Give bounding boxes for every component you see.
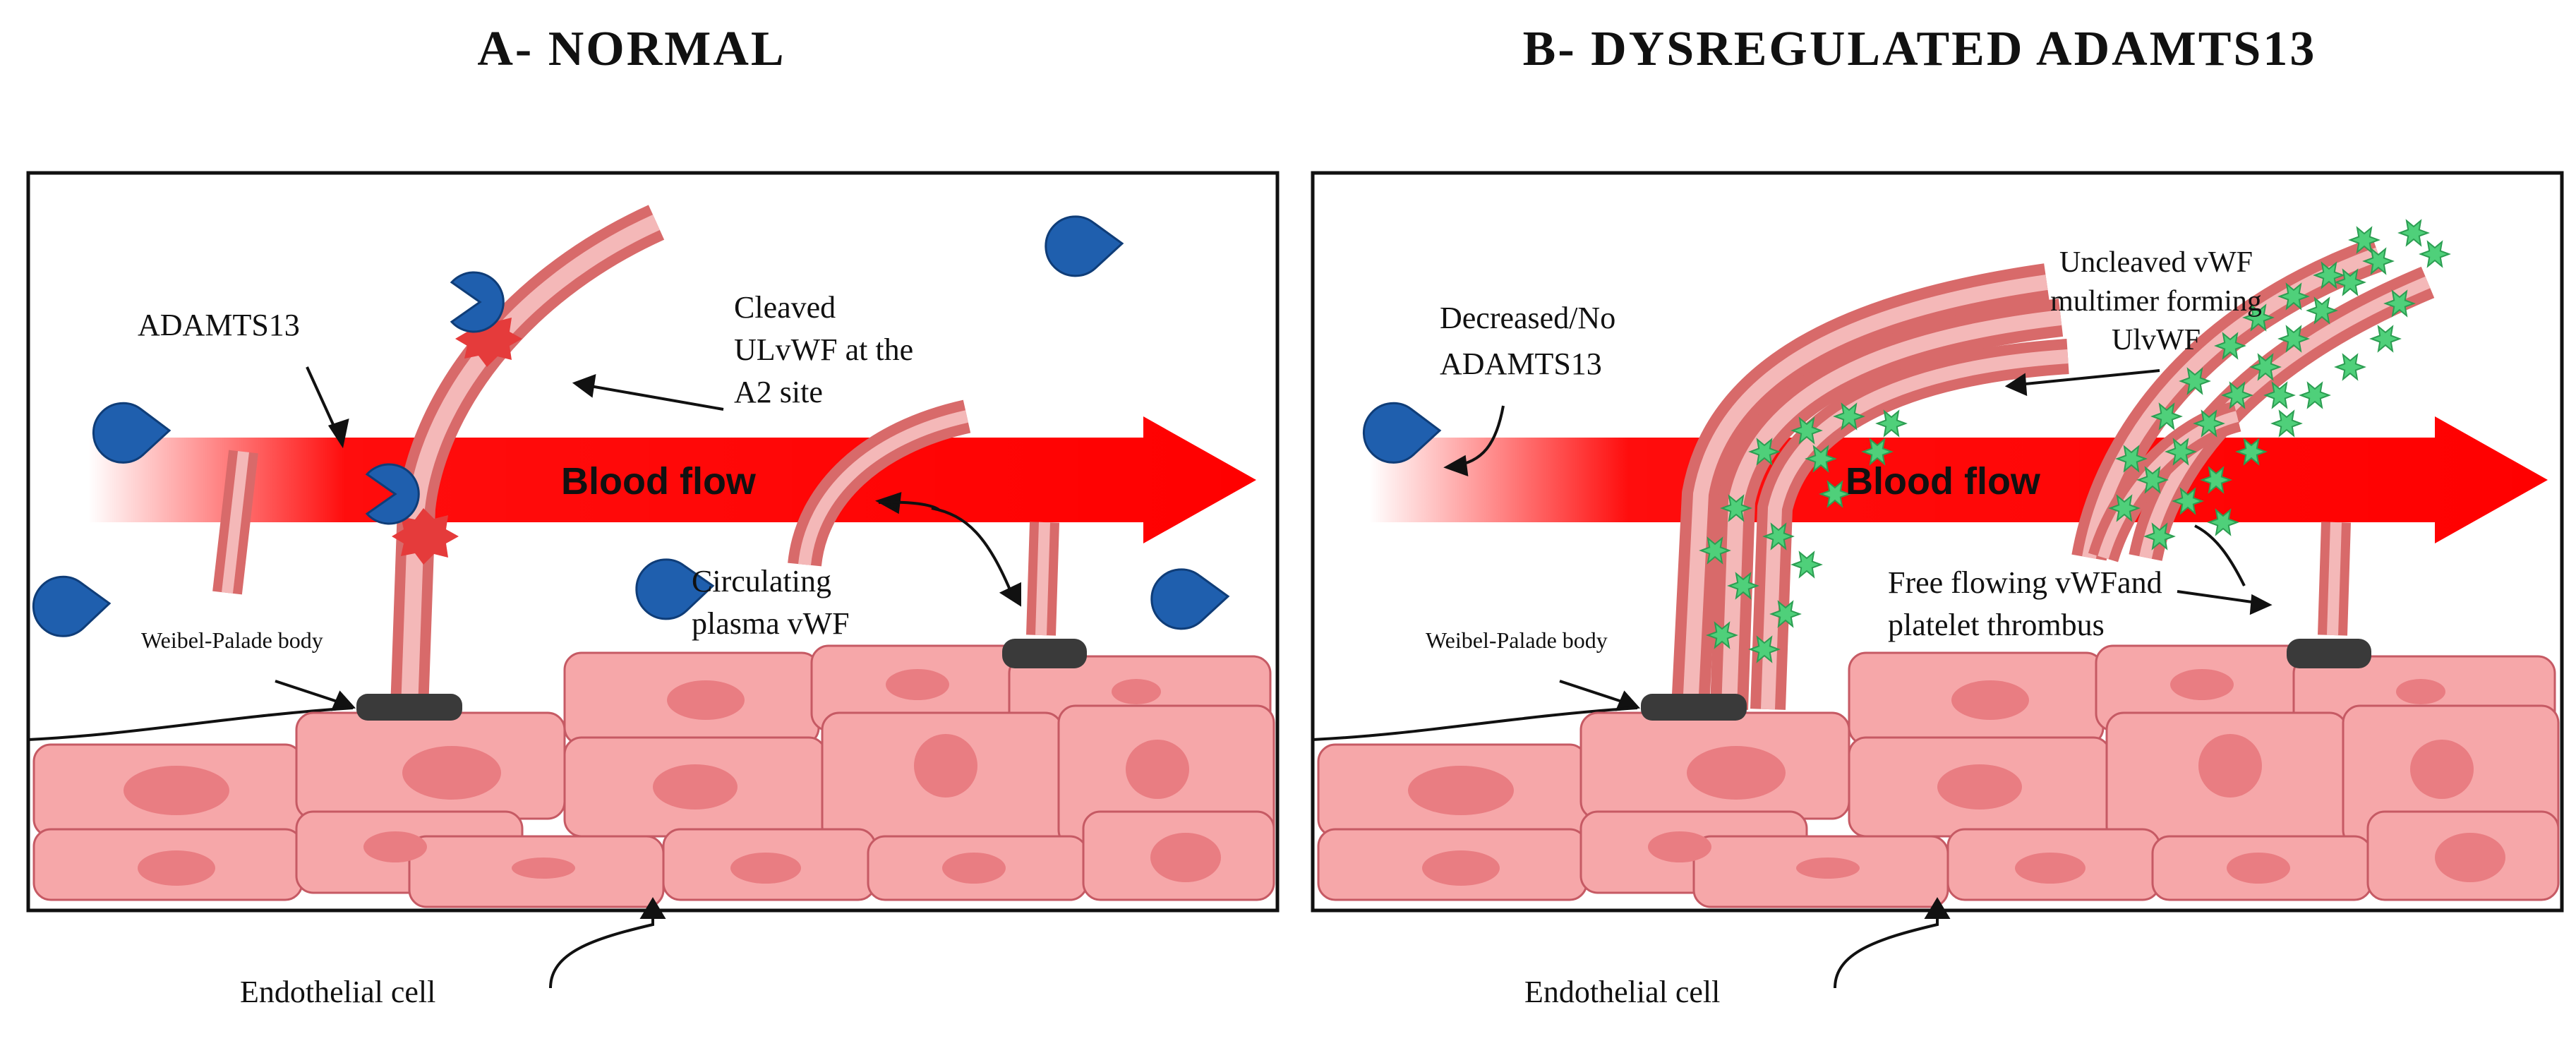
platelet-icon xyxy=(2235,438,2268,466)
platelet-icon xyxy=(2397,219,2430,247)
endothelial-label: Endothelial cell xyxy=(240,975,435,1009)
weibel-label: Weibel-Palade body xyxy=(1426,627,1608,653)
nuclei xyxy=(1408,669,2505,886)
weibel-palade-body xyxy=(1641,694,1747,721)
adamts13-icon xyxy=(635,558,715,620)
platelet-icon xyxy=(2334,268,2366,296)
decreased-label-1: Decreased/No xyxy=(1440,301,1615,335)
adamts13-molecules xyxy=(32,215,1230,637)
uncleaved-label-2: multimer forming xyxy=(2050,285,2262,318)
platelet-icon xyxy=(2270,409,2303,438)
cleaved-label-3: A2 site xyxy=(734,375,823,409)
adamts13-icon xyxy=(92,402,171,464)
platelet-icon xyxy=(1805,445,1837,473)
platelet-icon xyxy=(1720,494,1752,522)
platelet-icon xyxy=(1727,572,1759,600)
platelet-icon xyxy=(2369,325,2402,353)
platelet-icon xyxy=(2306,296,2338,325)
decreased-label-2: ADAMTS13 xyxy=(1440,347,1602,381)
platelet-icon xyxy=(2263,381,2296,409)
free-flowing-label-2: platelet thrombus xyxy=(1888,608,2105,642)
platelet-icon xyxy=(2362,247,2395,275)
platelet-icon xyxy=(1875,409,1908,438)
free-flowing-label-1: Free flowing vWFand xyxy=(1888,565,2162,600)
vwf-strands xyxy=(212,205,1059,710)
platelet-icon xyxy=(2299,381,2331,409)
adamts13-label: ADAMTS13 xyxy=(138,308,300,342)
platelet-icon xyxy=(2313,261,2345,289)
platelet-icon xyxy=(2165,438,2197,466)
platelet-icon xyxy=(1833,402,1865,431)
adamts13-icon xyxy=(365,463,420,525)
platelet-icon xyxy=(2207,508,2239,536)
weibel-palade-body xyxy=(356,694,462,721)
platelet-icon xyxy=(2172,487,2204,515)
platelet-icon xyxy=(2334,353,2366,381)
platelet-icon xyxy=(2150,402,2183,431)
panel-b: Decreased/No ADAMTS13 Uncleaved vWF mult… xyxy=(1311,171,2564,1009)
platelet-icon xyxy=(1790,416,1823,445)
platelet-icon xyxy=(2242,303,2275,332)
blood-flow-label: Blood flow xyxy=(1846,460,2041,503)
blood-flow-label: Blood flow xyxy=(561,460,757,503)
adamts13-icon xyxy=(1045,215,1124,277)
nuclei xyxy=(124,669,1221,886)
platelet-icon xyxy=(1819,480,1851,508)
uncleaved-label-3: UlvWF xyxy=(2112,324,2201,356)
panel-b-title: B- DYSREGULATED ADAMTS13 xyxy=(1523,22,2317,76)
annotation-arrows xyxy=(275,366,1021,989)
platelet-icon xyxy=(2221,381,2253,409)
platelet-icon xyxy=(1699,536,1731,565)
panel-a: ADAMTS13 Cleaved ULvWF at the A2 site Bl… xyxy=(26,171,1280,1009)
platelet-icon xyxy=(2348,226,2381,254)
platelet-icon xyxy=(2193,409,2225,438)
adamts13-icon xyxy=(32,575,112,637)
platelet-icon xyxy=(1748,635,1781,663)
platelet-icon xyxy=(2179,367,2211,395)
platelet-icon xyxy=(2249,353,2282,381)
platelet-icon xyxy=(2277,282,2310,311)
circulating-label-1: Circulating xyxy=(692,564,831,598)
platelet-icon xyxy=(2383,289,2416,318)
adamts13-icon xyxy=(1362,402,1442,464)
platelet-icon xyxy=(2143,522,2176,550)
adamts13-icon xyxy=(1150,568,1230,630)
platelet-icon xyxy=(1769,600,1802,628)
panel-a-title: A- NORMAL xyxy=(477,22,786,76)
endothelium-b xyxy=(1312,639,2560,908)
circulating-label-2: plasma vWF xyxy=(692,606,850,641)
platelet-icon xyxy=(2200,466,2232,494)
platelet-icon xyxy=(1762,522,1795,550)
annotation-arrows xyxy=(1443,369,2273,989)
cleave-mark-lower xyxy=(392,508,459,565)
platelet-cluster xyxy=(1699,219,2451,663)
platelet-icon xyxy=(1861,438,1894,466)
cleaved-label-2: ULvWF at the xyxy=(734,332,913,367)
platelet-icon xyxy=(2277,325,2310,353)
platelet-icon xyxy=(2214,332,2246,360)
endothelial-label: Endothelial cell xyxy=(1524,975,1720,1009)
weibel-label: Weibel-Palade body xyxy=(141,627,323,653)
platelet-icon xyxy=(2115,445,2148,473)
platelet-icon xyxy=(2419,240,2451,268)
uncleaved-label-1: Uncleaved vWF xyxy=(2059,246,2253,279)
adamts13-icon xyxy=(450,271,505,333)
platelet-icon xyxy=(1706,621,1738,649)
weibel-palade-body xyxy=(1002,639,1087,668)
endothelial-cell xyxy=(1317,644,2560,908)
endothelium-a xyxy=(28,639,1275,908)
platelet-icon xyxy=(1748,438,1781,466)
weibel-palade-body xyxy=(2287,639,2371,668)
cleaved-label-1: Cleaved xyxy=(734,290,836,325)
platelet-icon xyxy=(2108,494,2141,522)
platelet-icon xyxy=(2136,466,2169,494)
platelet-icon xyxy=(1790,550,1823,579)
